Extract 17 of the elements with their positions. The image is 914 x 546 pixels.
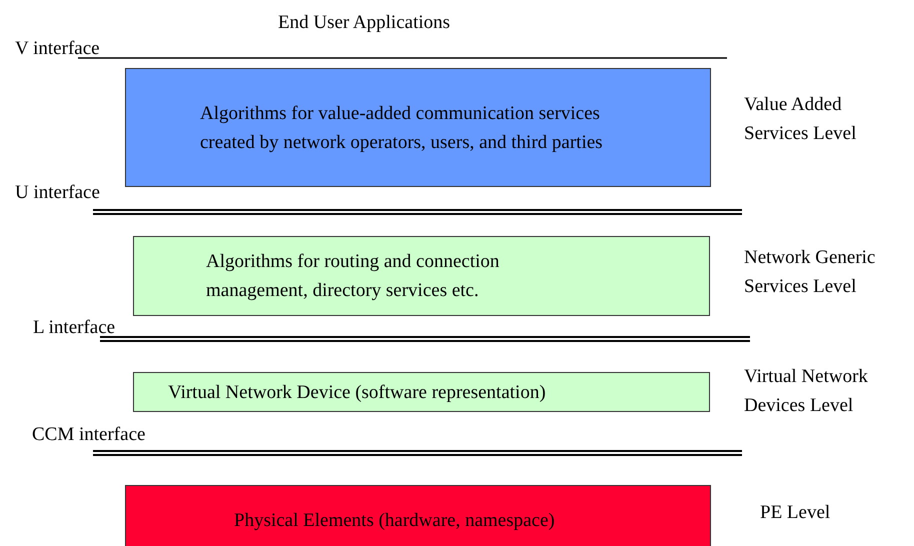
level-label: Virtual Network Devices Level	[744, 365, 869, 418]
layer-description: Virtual Network Device (software representation)	[168, 380, 546, 404]
layer-description: Algorithms for value-added communication services created by network operators, users, and third parties	[200, 102, 604, 154]
interface-label: L interface	[33, 316, 116, 340]
interface-label: U interface	[15, 181, 100, 205]
layer-description: Algorithms for routing and connection management, directory services etc.	[206, 250, 500, 303]
level-label: PE Level	[760, 501, 832, 525]
interface-label: CCM interface	[32, 423, 146, 447]
interface-label: V interface	[15, 37, 100, 61]
layer-description: Physical Elements (hardware, namespace)	[234, 508, 555, 532]
layer-box	[133, 372, 710, 412]
layer-box	[125, 485, 711, 546]
level-label: Value Added Services Level	[744, 93, 858, 146]
layer-box	[133, 236, 710, 316]
level-label: Network Generic Services Level	[744, 246, 876, 299]
top-label: End User Applications	[278, 11, 450, 35]
layer-box	[125, 68, 711, 187]
